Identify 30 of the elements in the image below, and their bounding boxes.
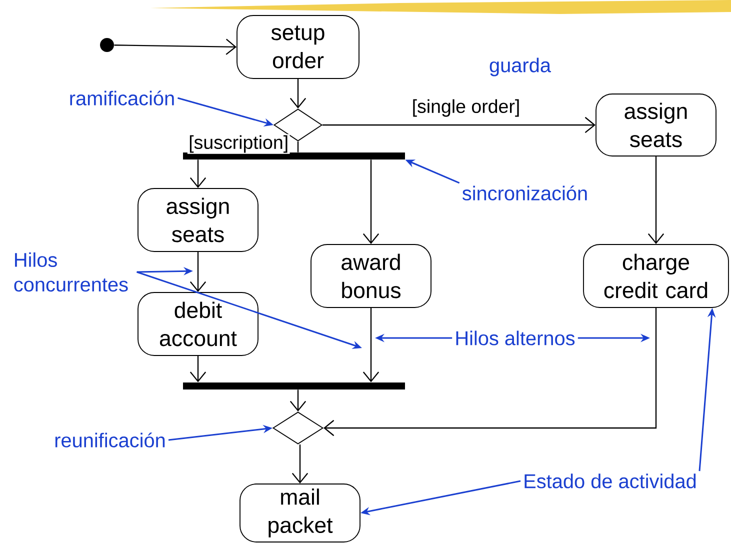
annotation-text: sincronización — [462, 186, 587, 200]
arrow — [362, 308, 380, 382]
action-box: setup order — [236, 15, 360, 79]
action-box: assign seats — [138, 188, 258, 252]
arrow — [322, 116, 596, 134]
arrow — [292, 444, 308, 484]
action-box: award bonus — [310, 244, 432, 308]
arrow — [190, 160, 206, 188]
arrow — [323, 308, 657, 436]
annotation-text: Estado de actividad — [524, 474, 696, 488]
arrow — [190, 356, 206, 382]
arrow — [114, 38, 237, 55]
annotation-text: Hilos concurrentes — [14, 252, 128, 292]
annotation-text: ramificación — [70, 90, 174, 106]
action-box: charge credit card — [583, 244, 729, 308]
arrow — [648, 156, 664, 244]
action-box: assign seats — [596, 94, 716, 156]
annotation-text: Hilos alternos — [456, 330, 575, 346]
edge-label: [single order] — [410, 98, 522, 118]
arrow — [290, 390, 306, 412]
action-box: debit account — [138, 292, 258, 356]
start-dot — [100, 38, 114, 52]
annotation-text: reunificación — [55, 432, 165, 448]
action-box: mail packet — [240, 484, 360, 542]
sync-bar — [183, 382, 405, 390]
arrow — [190, 252, 206, 292]
edge-label: [suscription] — [187, 134, 290, 154]
arrow — [290, 78, 306, 109]
arrow — [362, 160, 380, 244]
annotation-text: guarda — [490, 58, 551, 76]
